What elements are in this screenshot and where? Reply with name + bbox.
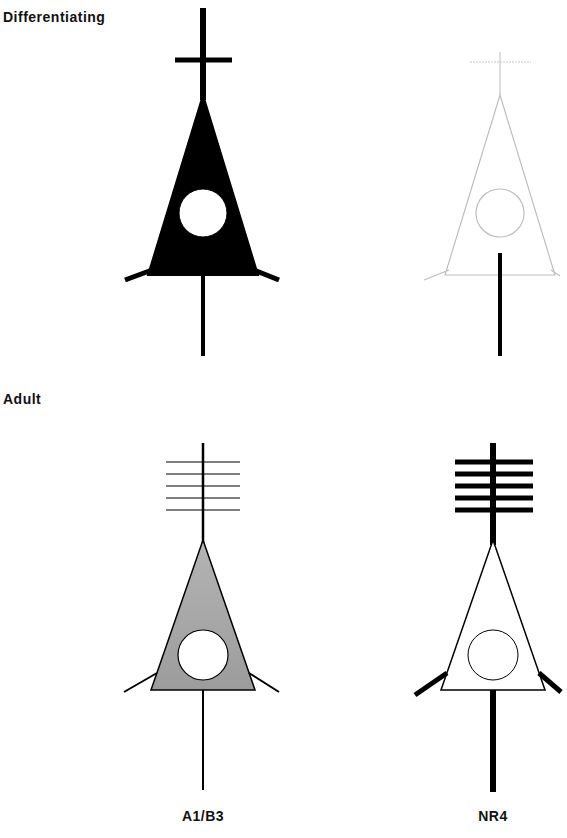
- differentiating-a1b3-neuron: [125, 8, 279, 356]
- adult-nr4-neuron: [415, 443, 561, 792]
- adult-a1b3-neuron: [124, 443, 279, 790]
- row-label: Differentiating: [3, 10, 105, 25]
- column-label: NR4: [478, 809, 508, 824]
- column-label: A1/B3: [182, 809, 224, 824]
- differentiating-nr4-neuron: [424, 52, 560, 356]
- row-label: Adult: [3, 392, 41, 407]
